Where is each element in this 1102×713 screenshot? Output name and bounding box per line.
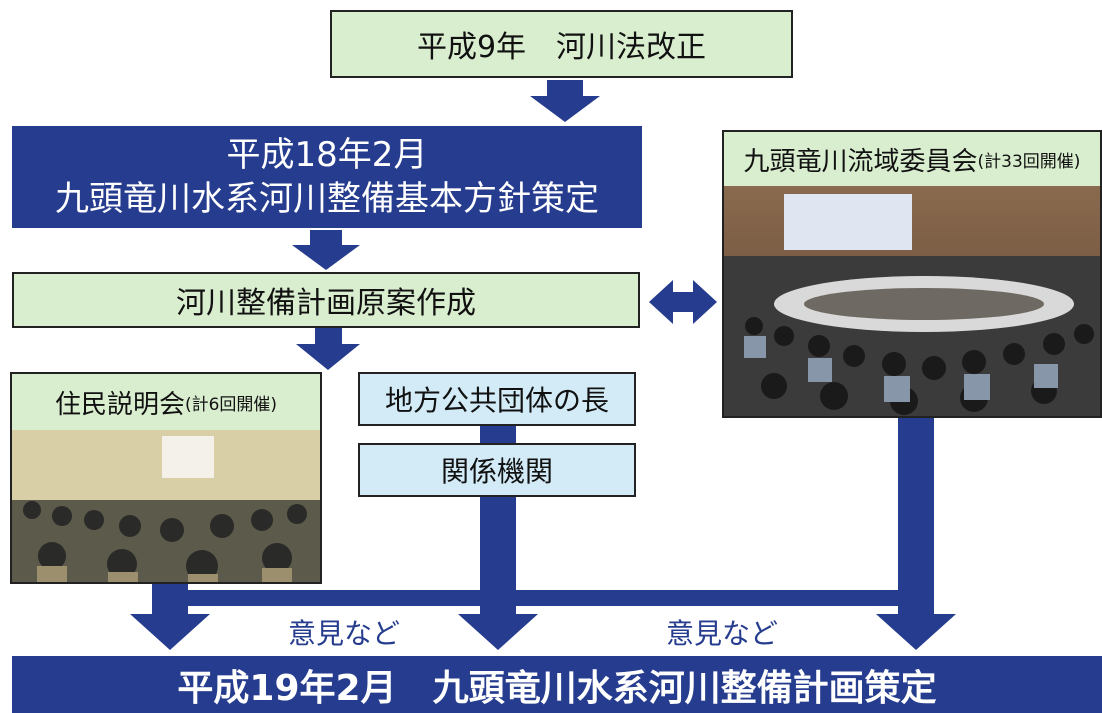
connector-right	[898, 415, 934, 617]
connector-horizontal	[152, 590, 916, 606]
resident-meeting-label: 住民説明会	[54, 389, 185, 420]
resident-meeting-photo	[12, 430, 320, 582]
final-plan-label: 平成19年2月 九頭竜川水系河川整備計画策定	[177, 667, 937, 709]
basin-committee-label: 九頭竜川流域委員会	[743, 146, 978, 177]
arrow-down-2	[292, 230, 360, 270]
arrow-down-1	[530, 80, 600, 122]
basic-policy-date: 平成18年2月	[226, 135, 428, 175]
opinion-label-left: 意見など	[288, 617, 401, 650]
basic-policy-box: 平成18年2月 九頭竜川水系河川整備基本方針策定	[12, 126, 642, 228]
arrow-down-right	[876, 614, 956, 650]
related-agencies-box: 関係機関	[358, 443, 636, 497]
resident-meeting-panel: 住民説明会(計6回開催)	[10, 372, 322, 584]
related-agencies-label: 関係機関	[440, 455, 553, 488]
arrow-down-left	[130, 614, 210, 650]
draft-plan-label: 河川整備計画原案作成	[176, 286, 476, 321]
committee-meeting-photo	[724, 186, 1100, 416]
connector-left	[152, 578, 188, 616]
final-plan-box: 平成19年2月 九頭竜川水系河川整備計画策定	[12, 656, 1102, 713]
arrow-down-middle	[458, 614, 538, 650]
resident-meeting-note: (計6回開催)	[184, 394, 278, 415]
opinion-label-right: 意見など	[666, 617, 779, 650]
law-revision-label: 平成9年 河川法改正	[416, 30, 707, 65]
law-revision-box: 平成9年 河川法改正	[330, 10, 793, 78]
local-government-box: 地方公共団体の長	[358, 372, 636, 426]
basic-policy-title: 九頭竜川水系河川整備基本方針策定	[55, 179, 599, 219]
basin-committee-title: 九頭竜川流域委員会(計33回開催)	[724, 132, 1100, 188]
resident-meeting-title: 住民説明会(計6回開催)	[12, 374, 320, 432]
basin-committee-note: (計33回開催)	[977, 151, 1081, 172]
draft-plan-box: 河川整備計画原案作成	[12, 272, 640, 328]
basin-committee-panel: 九頭竜川流域委員会(計33回開催)	[722, 130, 1102, 418]
arrow-down-3	[296, 328, 360, 370]
local-government-label: 地方公共団体の長	[384, 384, 609, 417]
double-arrow	[649, 280, 717, 324]
